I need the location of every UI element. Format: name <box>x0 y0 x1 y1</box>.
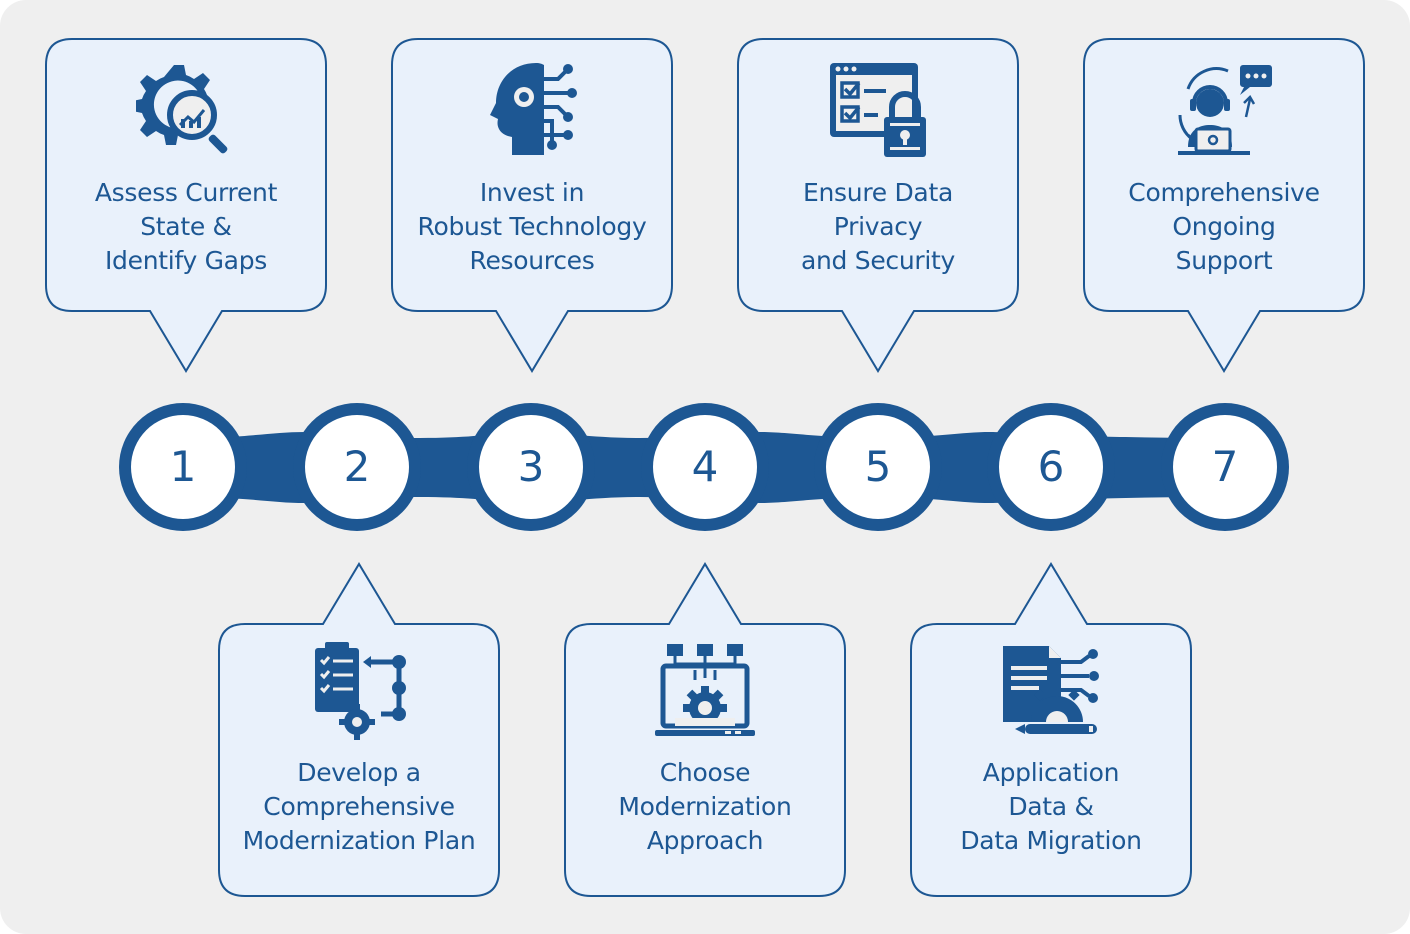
step-label-line: Modernization <box>618 792 792 821</box>
ai-head-circuit-icon <box>482 59 582 159</box>
gear-magnifier-chart-icon <box>132 59 236 159</box>
step-label-line: Data Migration <box>960 826 1142 855</box>
support-agent-chat-icon <box>1174 59 1274 159</box>
step-label-line: Identify Gaps <box>104 246 267 275</box>
step-label-line: State & <box>140 212 232 241</box>
step-label-line: Modernization Plan <box>242 826 476 855</box>
step-label-line: Application <box>982 758 1120 787</box>
callout-bubble <box>1083 38 1365 373</box>
document-gear-circuit-icon <box>1001 642 1101 742</box>
callout-bubble <box>391 38 673 373</box>
step-label-line: Comprehensive <box>263 792 455 821</box>
step-number-1: 1 <box>169 442 197 491</box>
step-label-line: Ensure Data <box>803 178 953 207</box>
step-number-2: 2 <box>343 442 371 491</box>
step-label-line: Approach <box>646 826 764 855</box>
step-label-line: Ongoing <box>1172 212 1276 241</box>
checklist-padlock-icon <box>828 59 928 159</box>
step-label-line: Comprehensive <box>1128 178 1320 207</box>
step-label-line: and Security <box>800 246 956 275</box>
step-label-line: Assess Current <box>94 178 278 207</box>
step-label-line: Resources <box>469 246 595 275</box>
step-label-line: Privacy <box>833 212 923 241</box>
step-number-5: 5 <box>864 442 892 491</box>
step-number-6: 6 <box>1037 442 1065 491</box>
step-label-line: Data & <box>1008 792 1094 821</box>
checklist-flow-gear-icon <box>309 642 409 742</box>
callout-bubble <box>45 38 327 373</box>
step-label-line: Robust Technology <box>417 212 647 241</box>
step-number-4: 4 <box>691 442 719 491</box>
step-number-7: 7 <box>1211 442 1239 491</box>
step-label-line: Choose <box>659 758 751 787</box>
step-label-line: Support <box>1175 246 1273 275</box>
step-label-line: Invest in <box>479 178 585 207</box>
step-number-3: 3 <box>517 442 545 491</box>
callout-bubble <box>737 38 1019 373</box>
step-label-line: Develop a <box>297 758 421 787</box>
laptop-gear-network-icon <box>655 642 755 742</box>
